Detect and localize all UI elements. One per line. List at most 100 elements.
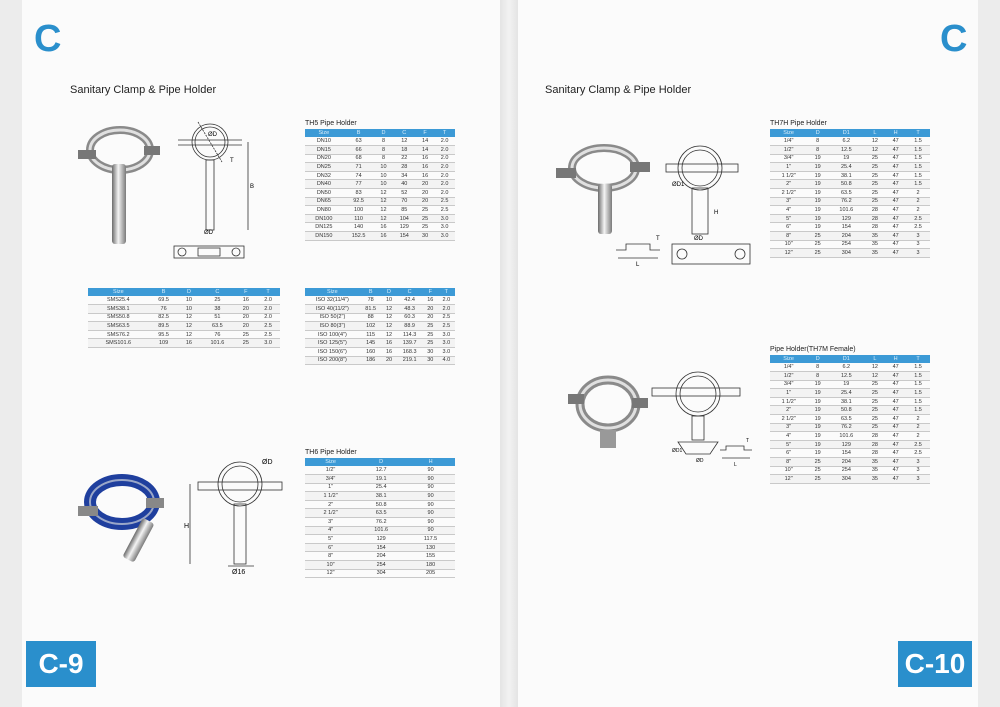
- table-cell: 1.5: [906, 154, 930, 164]
- table-cell: 81.5: [359, 304, 382, 314]
- table-cell: 20: [235, 313, 257, 323]
- th6-technical-drawing: ØD H Ø16: [184, 459, 283, 576]
- table-cell: 25: [864, 171, 886, 181]
- table-cell: 154: [828, 448, 865, 459]
- table-cell: 2: [906, 205, 930, 215]
- table-cell: 19: [807, 197, 829, 207]
- th7m-dim-l: L: [734, 462, 737, 468]
- table-cell: 2 1/2": [770, 188, 808, 198]
- table-cell: 8: [807, 363, 829, 373]
- table-cell: 130: [406, 543, 455, 553]
- table-cell: 5": [770, 440, 808, 450]
- table-cell: 8: [374, 137, 393, 147]
- table-cell: 2.0: [256, 304, 280, 314]
- table-header-cell: T: [906, 355, 930, 363]
- table-cell: 8: [807, 371, 829, 381]
- table-cell: 76.2: [828, 423, 865, 433]
- table-cell: 50.8: [356, 500, 407, 510]
- table-cell: 47: [885, 388, 907, 398]
- table-cell: 50.8: [828, 405, 865, 416]
- section-letter-right: C: [940, 18, 968, 60]
- table-cell: 1.5: [906, 397, 930, 407]
- table-header-cell: Size: [305, 458, 357, 466]
- table-cell: 76.2: [828, 197, 865, 207]
- table-cell: 3.0: [437, 330, 455, 340]
- table-cell: 35: [864, 248, 886, 258]
- table-cell: 129: [828, 440, 865, 450]
- table-header-cell: H: [885, 129, 907, 137]
- table-cell: 88: [359, 313, 382, 323]
- table-cell: 3": [770, 423, 808, 433]
- table-cell: 2 1/2": [770, 414, 808, 424]
- table-cell: 10": [770, 466, 808, 476]
- table-cell: 76.2: [356, 517, 407, 527]
- table-cell: 2.0: [434, 162, 455, 172]
- table-cell: 12: [381, 330, 397, 340]
- table-cell: 2: [906, 188, 930, 198]
- table-cell: 19: [807, 214, 829, 224]
- table-cell: 35: [864, 466, 886, 476]
- table-cell: 8": [770, 457, 808, 467]
- table-cell: 48.3: [396, 304, 423, 314]
- table-cell: 2.0: [434, 171, 455, 181]
- table-header-cell: C: [199, 288, 236, 296]
- table-cell: 47: [885, 188, 907, 198]
- table-cell: 1": [770, 388, 808, 398]
- table-cell: 63: [342, 137, 375, 147]
- table-cell: 139.7: [396, 338, 423, 349]
- table-cell: 3.0: [256, 338, 280, 349]
- table-cell: 129: [828, 214, 865, 224]
- table-header-cell: B: [359, 288, 382, 296]
- table-cell: 12: [374, 197, 393, 207]
- table-cell: 30: [422, 347, 438, 357]
- th7h-dim-d1: ØD1: [672, 182, 685, 188]
- table-cell: DN150: [305, 231, 343, 241]
- table-cell: 28: [864, 214, 886, 224]
- table-cell: 1/2": [770, 371, 808, 381]
- table-cell: 6.2: [828, 137, 865, 147]
- table-cell: 47: [885, 214, 907, 224]
- table-cell: 140: [342, 222, 375, 233]
- table-cell: 2: [906, 431, 930, 441]
- table-cell: 22: [392, 154, 417, 164]
- table-cell: 25: [422, 338, 438, 349]
- table-cell: 25.4: [828, 388, 865, 398]
- table-cell: 16: [235, 296, 257, 306]
- table-cell: 12: [374, 205, 393, 215]
- table-cell: SMS38.1: [88, 304, 149, 314]
- table-cell: 47: [885, 154, 907, 164]
- table-cell: 25.4: [356, 483, 407, 493]
- table-cell: 5": [305, 534, 357, 544]
- table-cell: 186: [359, 356, 382, 366]
- table-cell: 25.4: [828, 162, 865, 172]
- table-cell: 34: [392, 171, 417, 181]
- table-cell: 19: [807, 162, 829, 172]
- table-cell: 25: [864, 154, 886, 164]
- table-cell: 20: [416, 188, 435, 198]
- table-cell: 180: [406, 560, 455, 570]
- table-cell: DN100: [305, 214, 343, 224]
- table-cell: 6": [770, 448, 808, 459]
- table-cell: DN65: [305, 197, 343, 207]
- table-cell: 78: [359, 296, 382, 306]
- table-cell: 35: [864, 231, 886, 241]
- table-header-cell: L: [864, 129, 886, 137]
